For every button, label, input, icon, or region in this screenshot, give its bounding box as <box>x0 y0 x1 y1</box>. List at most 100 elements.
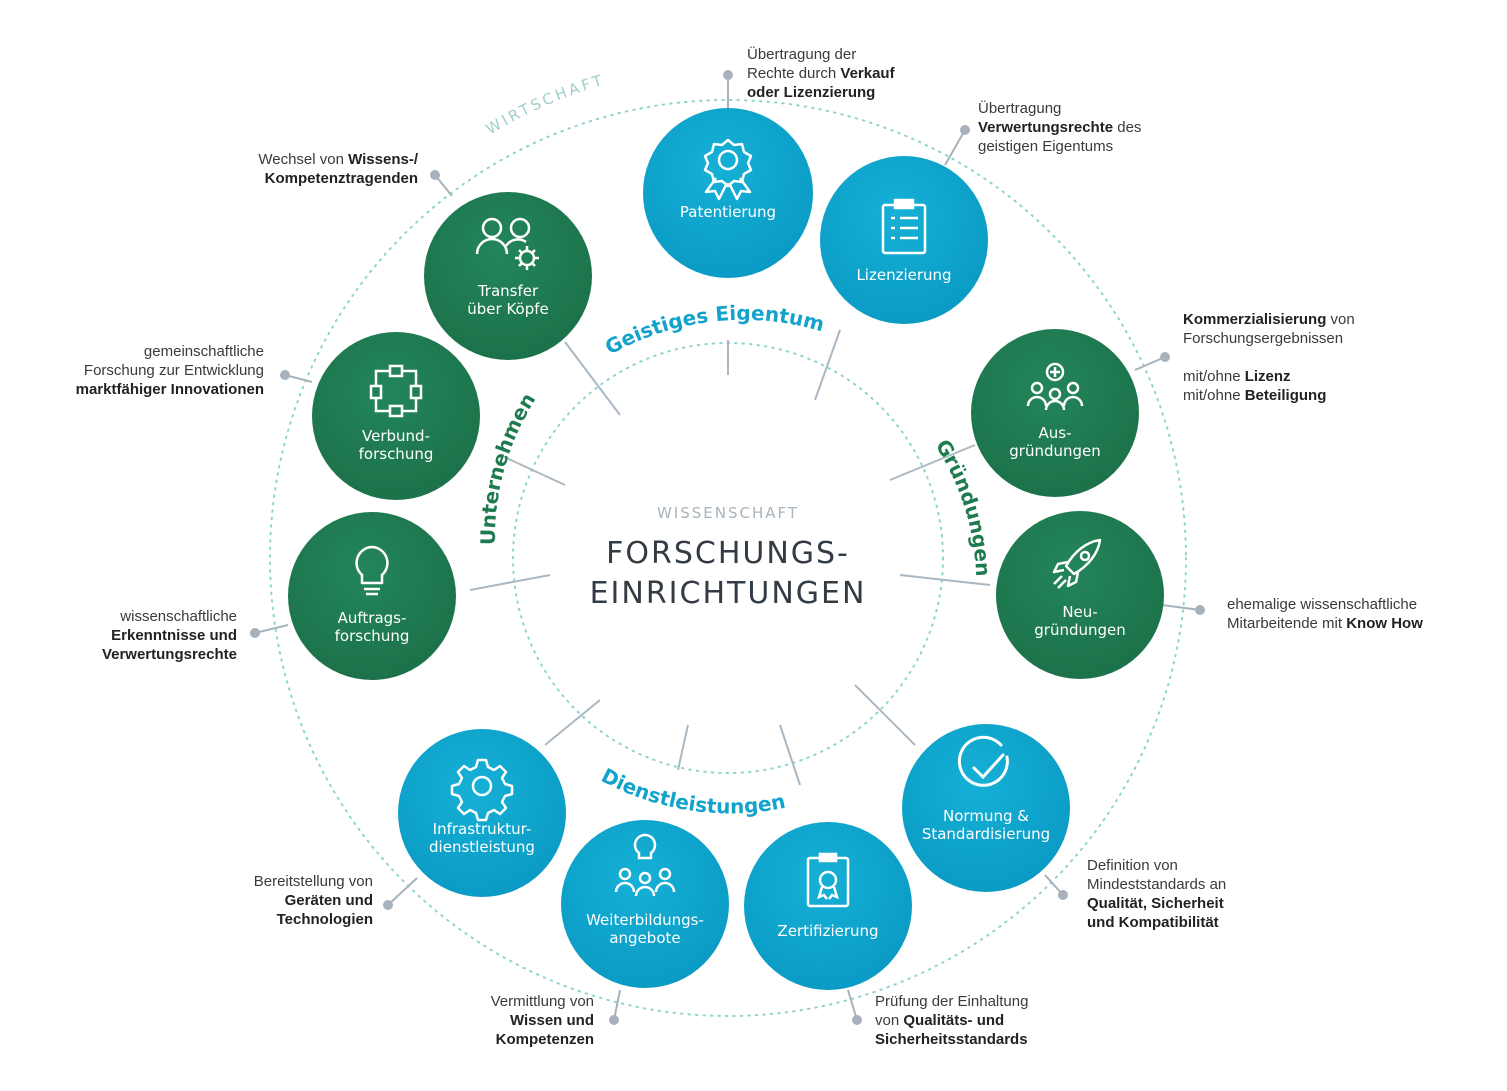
node-weiterbildung[interactable]: Weiterbildungs- angebote <box>561 820 729 988</box>
note-emphasis: Know How <box>1346 615 1423 632</box>
node-infrastruktur[interactable]: Infrastruktur- dienstleistung <box>398 729 566 897</box>
clipboard-list-icon <box>881 198 927 255</box>
node-transfer[interactable]: Transfer über Köpfe <box>424 192 592 360</box>
note-text: wissenschaftliche <box>120 608 237 625</box>
node-patentierung[interactable]: Patentierung <box>643 108 813 278</box>
note-text: Definition von <box>1087 857 1178 874</box>
rocket-icon <box>1052 538 1102 589</box>
node-label: Zertifizierung <box>777 922 878 940</box>
center-title-line1: FORSCHUNGS- <box>606 536 850 571</box>
note-emphasis: und Kompatibilität <box>1087 914 1219 931</box>
node-normung[interactable]: Normung & Standardisierung <box>902 724 1070 892</box>
people-gear-icon <box>475 217 539 270</box>
note-line: Sicherheitsstandards <box>875 1030 1028 1049</box>
note-line: Vermittlung von <box>491 992 594 1011</box>
node-verbundforschung[interactable]: Verbund- forschung <box>312 332 480 500</box>
note-line: Kompetenzen <box>491 1030 594 1049</box>
note-emphasis: Geräten und <box>284 892 373 909</box>
note-emphasis: Verwertungsrechte <box>978 119 1114 136</box>
note-line: von Qualitäts- und <box>875 1011 1028 1030</box>
outer-ring-label: WIRTSCHAFT <box>483 71 607 139</box>
node-label: Verbund- <box>362 427 430 445</box>
note-line: Technologien <box>254 910 373 929</box>
note-text: Rechte durch <box>747 65 841 82</box>
note-line: Mindeststandards an <box>1087 875 1226 894</box>
node-label: Normung & <box>943 807 1029 825</box>
note-emphasis: Kompetenzen <box>495 1031 594 1048</box>
outer-ring <box>269 99 1187 1017</box>
check-circle-icon <box>957 735 1009 787</box>
note-text: geistigen Eigentums <box>978 138 1114 155</box>
node-auftragsforschung[interactable]: Auftrags- forschung <box>288 512 456 680</box>
note-emphasis: Qualität, Sicherheit <box>1087 895 1224 912</box>
note-emphasis: Verwertungsrechte <box>101 646 237 663</box>
award-ribbon-icon <box>703 138 753 201</box>
note-emphasis: Wissen und <box>509 1012 594 1029</box>
lightbulb-icon <box>355 545 389 596</box>
node-label: Neu- <box>1062 603 1097 621</box>
note-text: mit/ohne <box>1183 387 1245 404</box>
note-line: Übertragung <box>978 99 1141 118</box>
note-line: Übertragung der <box>747 45 895 64</box>
category-unternehmen: Unternehmen <box>476 389 540 545</box>
note-line: Prüfung der Einhaltung <box>875 992 1028 1011</box>
node-label: gründungen <box>1009 442 1101 460</box>
node-label: dienstleistung <box>429 838 535 856</box>
note-line: mit/ohne Beteiligung <box>1183 386 1355 405</box>
note-transfer: Wechsel von Wissens-/Kompetenztragenden <box>258 150 418 188</box>
note-line <box>1183 348 1355 367</box>
note-line: Rechte durch Verkauf <box>747 64 895 83</box>
note-line: geistigen Eigentums <box>978 137 1141 156</box>
spokes <box>469 329 991 786</box>
node-zertifizierung[interactable]: Zertifizierung <box>744 822 912 990</box>
note-line: gemeinschaftliche <box>76 342 264 361</box>
note-text: Forschungsergebnissen <box>1183 330 1344 347</box>
node-neugruendungen[interactable]: Neu- gründungen <box>996 511 1164 679</box>
note-line: marktfähiger Innovationen <box>76 380 264 399</box>
note-line: wissenschaftliche <box>102 607 237 626</box>
center-subtitle: WISSENSCHAFT <box>657 504 799 522</box>
node-label: forschung <box>335 627 410 645</box>
note-line: Qualität, Sicherheit <box>1087 894 1226 913</box>
note-line: mit/ohne Lizenz <box>1183 367 1355 386</box>
note-text: Forschung zur Entwicklung <box>83 362 264 379</box>
note-line: Wissen und <box>491 1011 594 1030</box>
note-connectors <box>250 70 1205 1025</box>
note-text: Prüfung der Einhaltung <box>875 993 1029 1010</box>
node-label: angebote <box>609 929 680 947</box>
note-text: Mindeststandards an <box>1087 876 1227 893</box>
note-text: gemeinschaftliche <box>143 343 264 360</box>
note-line: Kommerzialisierung von <box>1183 310 1355 329</box>
node-lizenzierung[interactable]: Lizenzierung <box>820 156 988 324</box>
node-label: Patentierung <box>680 203 776 221</box>
network-icon <box>369 364 423 418</box>
note-emphasis: Erkenntnisse und <box>111 627 237 644</box>
note-line: Erkenntnisse und <box>102 626 237 645</box>
node-label: Standardisierung <box>922 825 1050 843</box>
note-emphasis: Lizenz <box>1244 368 1291 385</box>
note-text: Bereitstellung von <box>253 873 373 890</box>
note-line: Definition von <box>1087 856 1226 875</box>
note-emphasis: marktfähiger Innovationen <box>75 381 264 398</box>
node-label: Weiterbildungs- <box>586 911 704 929</box>
note-emphasis: Wissens-/ <box>348 151 418 168</box>
node-ausgruendungen[interactable]: Aus- gründungen <box>971 329 1139 497</box>
note-text: von <box>1326 311 1355 328</box>
note-text: ehemalige wissenschaftliche <box>1227 596 1418 613</box>
note-line: Verwertungsrechte <box>102 645 237 664</box>
note-text: Vermittlung von <box>490 993 594 1010</box>
note-emphasis: Technologien <box>276 911 373 928</box>
node-label: forschung <box>359 445 434 463</box>
note-text: mit/ohne <box>1183 368 1245 385</box>
node-label: über Köpfe <box>467 300 549 318</box>
note-emphasis: oder Lizenzierung <box>747 84 876 101</box>
node-label: Transfer <box>477 282 539 300</box>
note-line: oder Lizenzierung <box>747 83 895 102</box>
